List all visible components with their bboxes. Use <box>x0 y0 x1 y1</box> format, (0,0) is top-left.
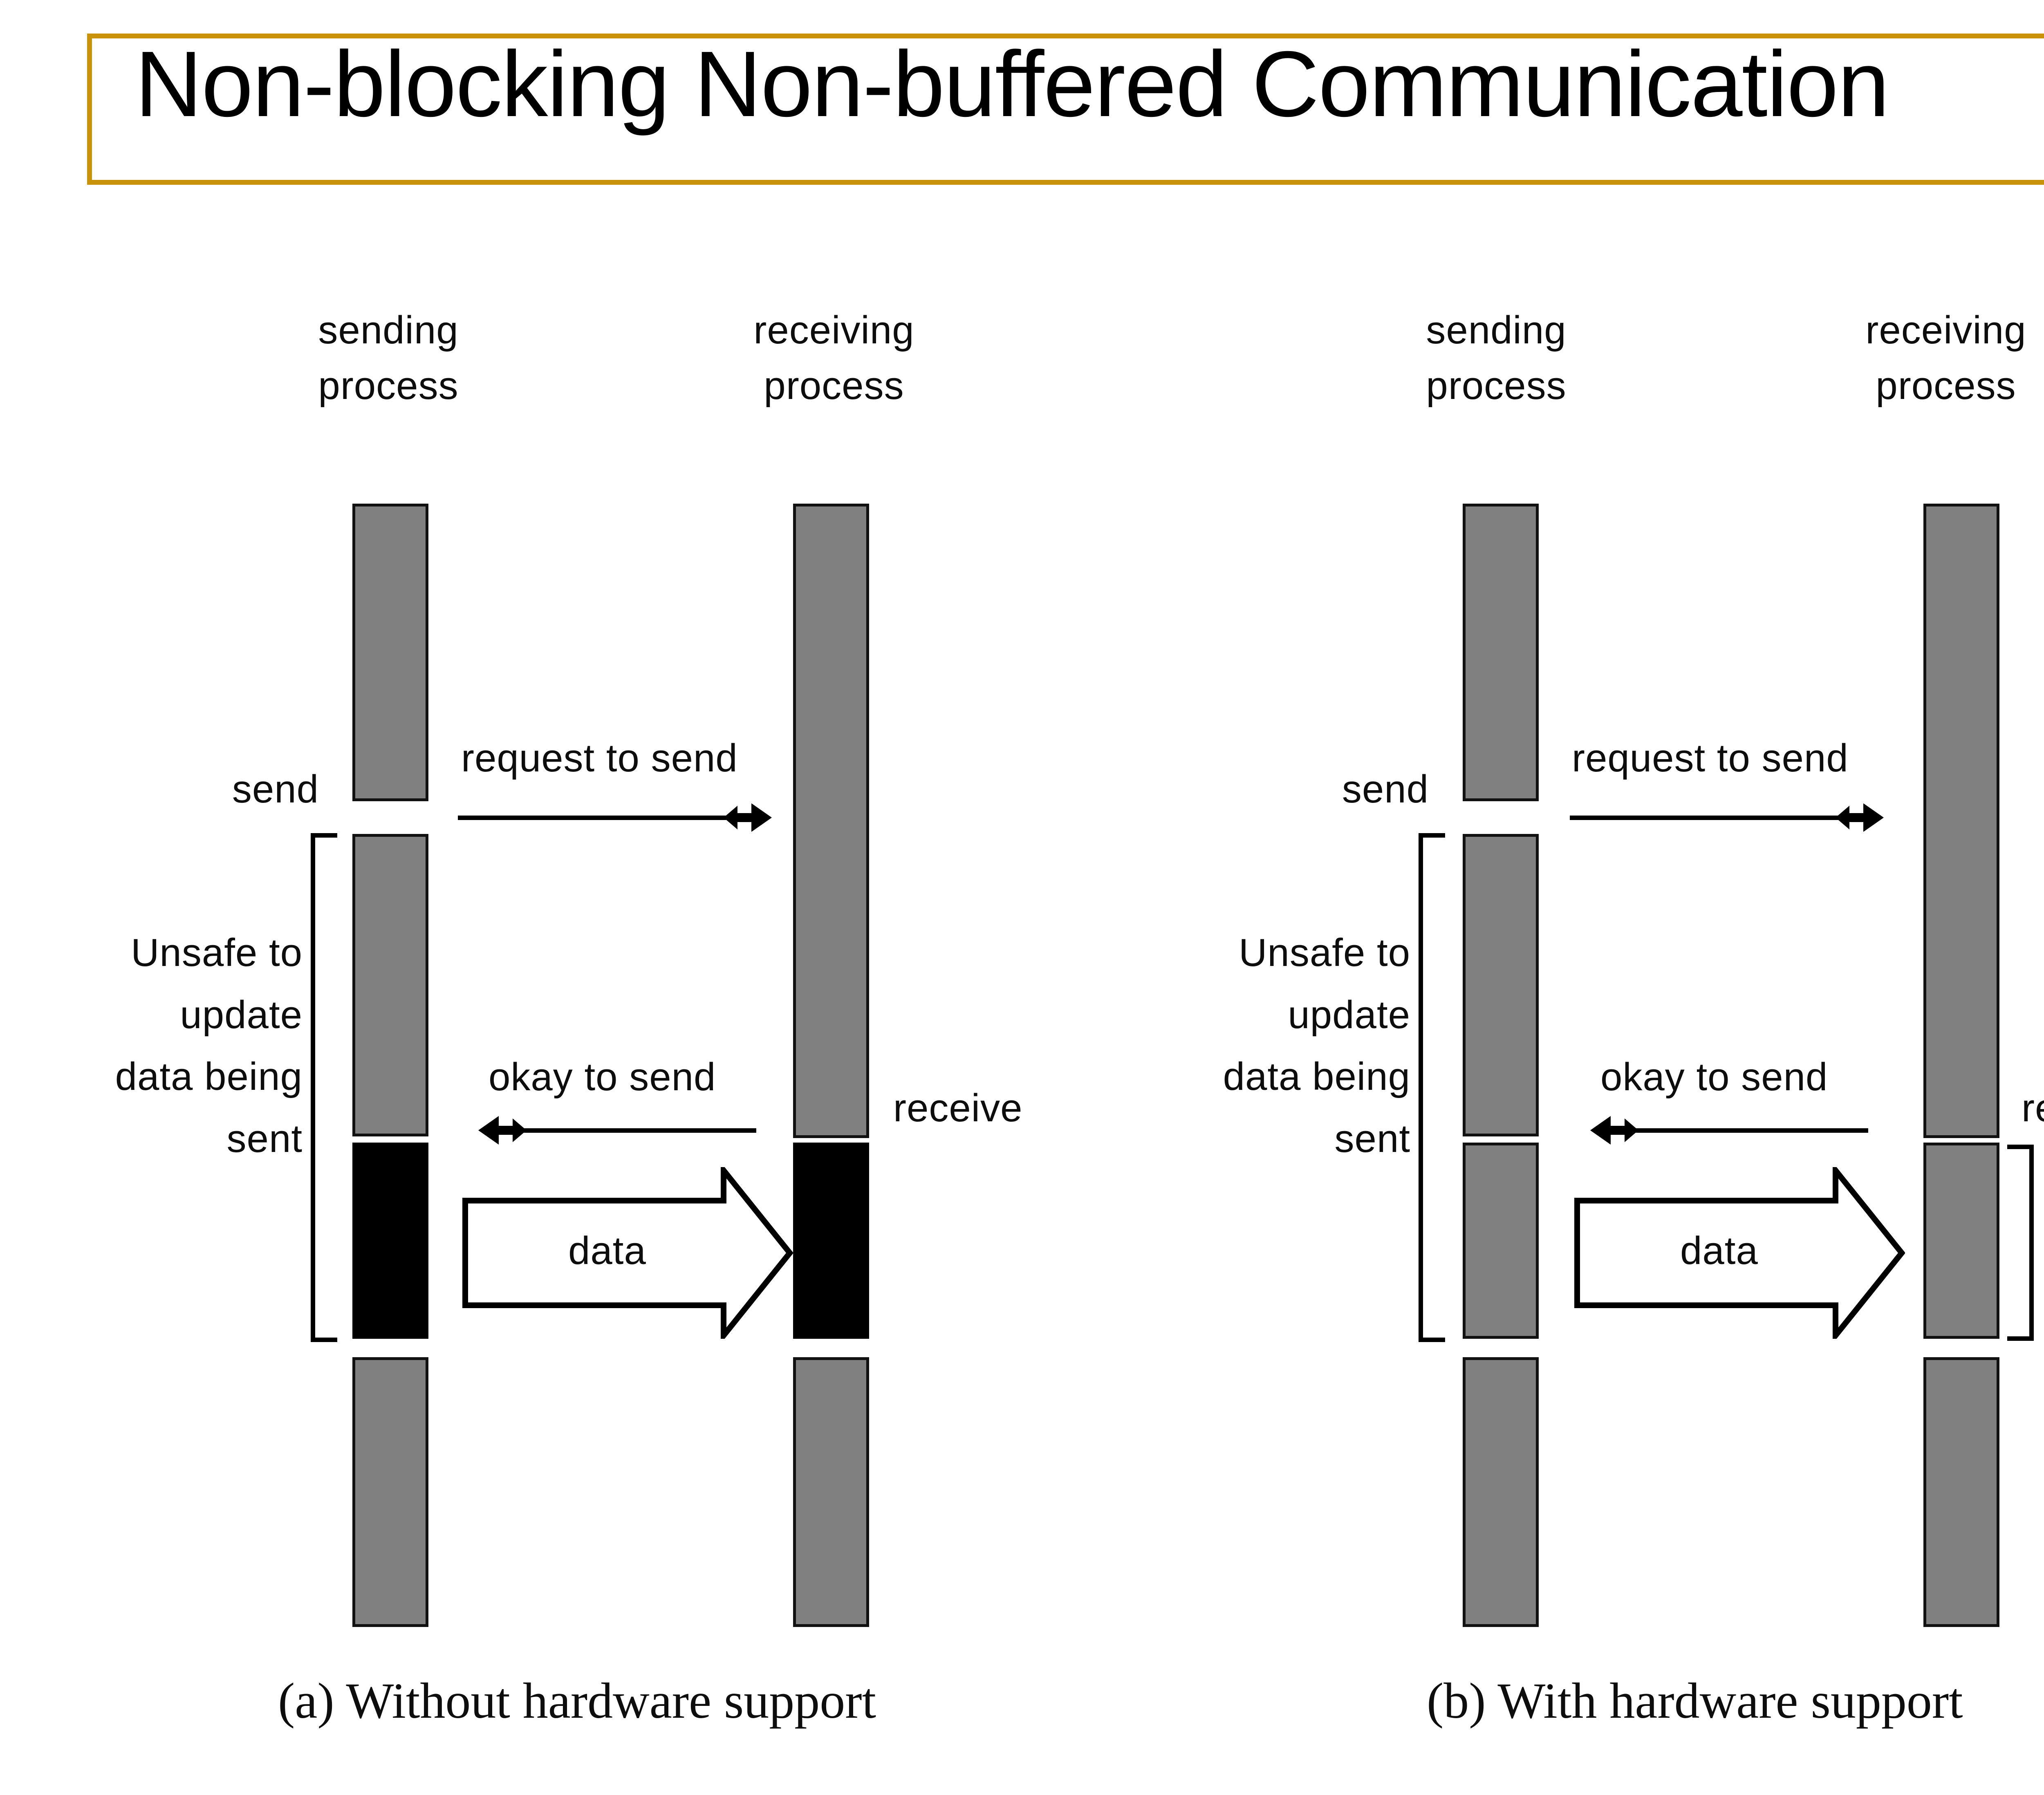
okay-to-send-line-b <box>1615 1128 1868 1133</box>
unsafe-line-3-b: data being <box>1223 1055 1410 1099</box>
receive-label-a: receive <box>893 1086 1023 1130</box>
receiver-segment-3-a <box>793 1357 869 1627</box>
sender-segment-2-b <box>1463 834 1539 1136</box>
sending-process-header-a: sending process <box>241 303 536 414</box>
okay-to-send-label-a: okay to send <box>489 1055 716 1099</box>
receiving-process-header-a: receiving process <box>687 303 981 414</box>
receiver-segment-3-b <box>1923 1357 1999 1627</box>
sender-segment-1-b <box>1463 504 1539 801</box>
sending-process-header-b: sending process <box>1349 303 1643 414</box>
receiver-segment-2-b <box>1923 1143 1999 1339</box>
receive-label-b: receive <box>2022 1086 2044 1130</box>
unsafe-line-4-b: sent <box>1334 1117 1410 1161</box>
unsafe-line-1: Unsafe to <box>131 931 303 975</box>
sending-process-line1-b: sending <box>1426 308 1567 352</box>
unsafe-line-4: sent <box>226 1117 303 1161</box>
unsafe-update-label-b: Unsafe to update data being sent <box>1141 922 1410 1170</box>
sending-process-line2-b: process <box>1426 364 1567 408</box>
receiving-process-line2: process <box>764 364 904 408</box>
sender-segment-3-b <box>1463 1143 1539 1339</box>
sending-process-line2: process <box>318 364 459 408</box>
unsafe-update-bracket-b <box>1419 833 1445 1342</box>
request-to-send-label-a: request to send <box>461 736 738 780</box>
data-block-arrow-b <box>1574 1167 1905 1339</box>
data-label-b: data <box>1680 1229 1758 1273</box>
figure-caption-a: (a) Without hardware support <box>278 1673 876 1729</box>
receiving-process-line2-b: process <box>1876 364 2016 408</box>
okay-to-send-line-a <box>503 1128 756 1133</box>
receiving-process-header-b: receiving process <box>1799 303 2044 414</box>
unsafe-line-3: data being <box>115 1055 303 1099</box>
sender-segment-2-a <box>352 834 428 1136</box>
sending-process-line1: sending <box>318 308 459 352</box>
okay-to-send-arrowhead-b <box>1590 1116 1638 1145</box>
request-to-send-line-b <box>1570 816 1848 820</box>
sender-segment-4-a <box>352 1357 428 1627</box>
unsafe-update-bracket-a <box>311 833 337 1342</box>
receiver-segment-unsafe-a <box>793 1143 869 1339</box>
slide-title-box <box>87 34 2044 185</box>
receiver-segment-1-a <box>793 504 869 1138</box>
page-title: Non-blocking Non-buffered Communication <box>135 32 1889 136</box>
request-to-send-arrowhead-a <box>724 803 772 832</box>
okay-to-send-arrowhead-a <box>478 1116 527 1145</box>
sender-segment-1-a <box>352 504 428 801</box>
receiving-process-line1: receiving <box>753 308 914 352</box>
sender-segment-4-b <box>1463 1357 1539 1627</box>
unsafe-line-2-b: update <box>1288 993 1410 1037</box>
receiver-segment-1-b <box>1923 504 1999 1138</box>
request-to-send-arrowhead-b <box>1836 803 1884 832</box>
send-label-a: send <box>232 767 319 811</box>
request-to-send-line-a <box>458 816 736 820</box>
sender-segment-unsafe-a <box>352 1143 428 1339</box>
data-label-a: data <box>568 1229 646 1273</box>
unsafe-read-bracket-b <box>2007 1145 2034 1341</box>
request-to-send-label-b: request to send <box>1572 736 1849 780</box>
unsafe-line-2: update <box>180 993 303 1037</box>
receiving-process-line1-b: receiving <box>1865 308 2026 352</box>
unsafe-line-1-b: Unsafe to <box>1239 931 1410 975</box>
send-label-b: send <box>1342 767 1429 811</box>
figure-caption-b: (b) With hardware support <box>1427 1673 1963 1729</box>
unsafe-update-label-a: Unsafe to update data being sent <box>33 922 303 1170</box>
okay-to-send-label-b: okay to send <box>1600 1055 1828 1099</box>
data-block-arrow-a <box>462 1167 793 1339</box>
